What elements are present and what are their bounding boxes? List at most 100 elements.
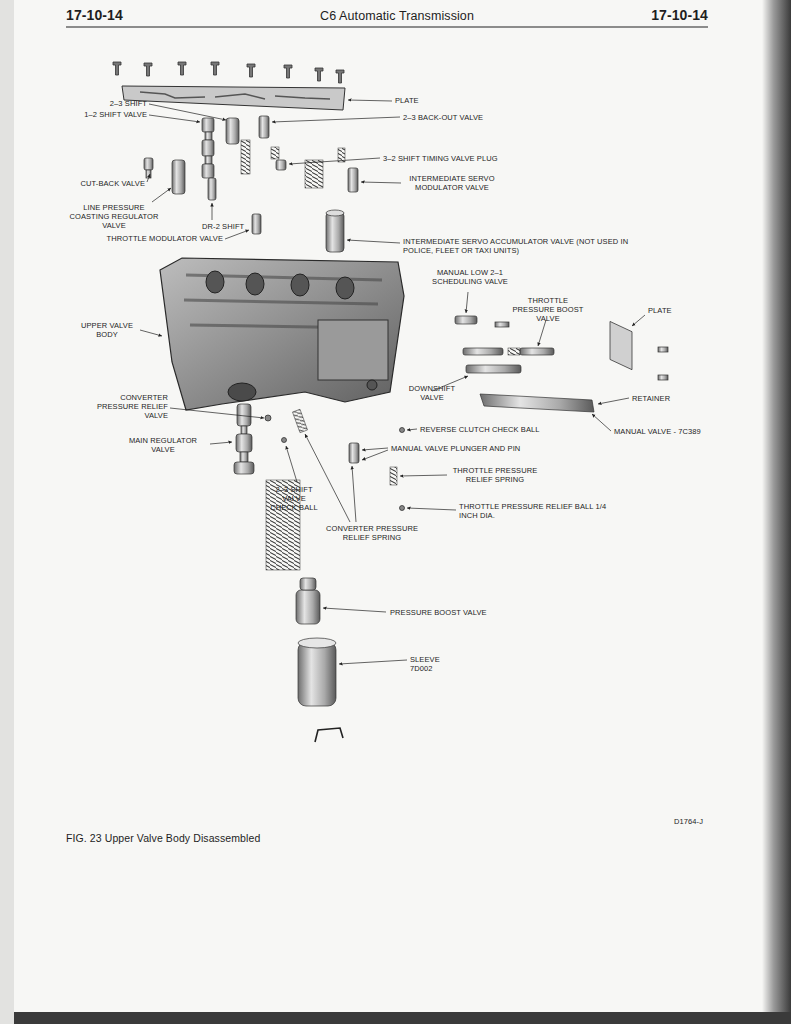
valve-part (208, 178, 216, 200)
valve-body (160, 258, 404, 410)
valve-body (206, 271, 224, 293)
valve-part (144, 116, 358, 252)
spring (338, 148, 345, 162)
leader-line (286, 446, 297, 482)
valve-part (349, 443, 359, 463)
leader-line (149, 115, 200, 122)
spring (271, 147, 279, 159)
valve-part (480, 394, 594, 412)
leader-line (347, 240, 400, 243)
valve-part (202, 164, 214, 178)
bolt (284, 65, 292, 78)
valve-part (146, 170, 151, 178)
valve-part (348, 168, 358, 192)
part-label: MANUAL VALVE PLUNGER AND PIN (391, 444, 520, 453)
part-label: 2–3 SHIFT (110, 99, 147, 108)
valve-part (252, 214, 261, 234)
figure-caption: FIG. 23 Upper Valve Body Disassembled (66, 832, 260, 845)
valve-part (240, 452, 248, 462)
part-label: THROTTLE PRESSURE RELIEF SPRING (449, 466, 541, 484)
part-label: SLEEVE 7D002 (410, 655, 446, 673)
check-ball (282, 438, 287, 443)
bolt (144, 63, 152, 76)
part-label: 2–3 SHIFT VALVE CHECK BALL (268, 485, 320, 512)
spring (241, 140, 250, 174)
running-header: C6 Automatic Transmission (320, 9, 474, 24)
part-label: PRESSURE BOOST VALVE (390, 608, 487, 617)
valve-body (291, 274, 309, 296)
leader-line (352, 466, 356, 522)
valve-part (455, 316, 477, 324)
valve-part (326, 210, 344, 216)
valve-part (610, 321, 632, 369)
retaining-clip (315, 728, 343, 742)
valve-part (259, 116, 269, 138)
leader-line (348, 100, 392, 101)
leader-line (361, 182, 401, 183)
valve-body (367, 380, 377, 390)
valve-part (144, 158, 153, 170)
valve-part (466, 365, 521, 373)
valve-body (228, 383, 256, 401)
part-label: RETAINER (632, 394, 670, 403)
valve-part (234, 462, 254, 474)
page-edge (762, 0, 791, 1024)
separator-plate (122, 86, 345, 110)
valve-part (296, 590, 320, 624)
part-label: CONVERTER PRESSURE RELIEF VALVE (90, 393, 168, 420)
part-label: MANUAL VALVE - 7C389 (614, 427, 701, 436)
spring (508, 348, 520, 355)
valve-part (520, 348, 554, 355)
check-ball (400, 428, 405, 433)
leader-line (598, 398, 629, 404)
check-ball (265, 415, 271, 421)
leader-line (400, 475, 447, 476)
leader-line (152, 188, 171, 202)
bolt (113, 62, 344, 83)
separator-plate (122, 86, 345, 110)
part-label: PLATE (395, 96, 419, 105)
part-label: THROTTLE MODULATOR VALVE (107, 234, 223, 243)
valve-part (658, 375, 668, 380)
part-label: 1–2 SHIFT VALVE (84, 110, 147, 119)
leader-line (140, 330, 162, 336)
leader-line (362, 448, 388, 450)
part-label: 2–3 BACK-OUT VALVE (403, 113, 483, 122)
leader-line (140, 100, 645, 664)
valve-body (336, 277, 354, 299)
part-label: INTERMEDIATE SERVO ACCUMULATOR VALVE (NO… (403, 237, 633, 255)
part-label: CUT-BACK VALVE (81, 179, 145, 188)
valve-part (298, 638, 336, 648)
bolt (113, 62, 121, 75)
valve-part (495, 322, 509, 327)
valve-part (226, 118, 239, 144)
spring (266, 409, 397, 570)
leader-line (212, 203, 213, 220)
spring (390, 467, 397, 485)
valve-part (463, 348, 503, 355)
page-edge (0, 1012, 791, 1024)
valve-part (658, 347, 668, 352)
valve-part (205, 156, 212, 164)
leader-line (362, 450, 388, 460)
page-number: 17-10-14 (651, 7, 708, 24)
leader-line (170, 408, 264, 418)
part-label: THROTTLE PRESSURE RELIEF BALL 1/4 INCH D… (459, 502, 609, 520)
part-label: DR-2 SHIFT (202, 222, 244, 231)
part-label: INTERMEDIATE SERVO MODULATOR VALVE (404, 174, 500, 192)
separator-plate (140, 92, 330, 99)
leader-line (592, 414, 611, 431)
leader-line (339, 660, 407, 664)
check-ball (400, 506, 405, 511)
valve-body (160, 258, 404, 410)
leader-line (632, 315, 645, 326)
header-rule (66, 26, 708, 27)
spring (508, 348, 520, 355)
valve-part (241, 426, 247, 434)
spring (292, 409, 307, 432)
part-label: UPPER VALVE BODY (78, 321, 136, 339)
valve-part (326, 212, 344, 252)
valve-part (202, 118, 214, 132)
